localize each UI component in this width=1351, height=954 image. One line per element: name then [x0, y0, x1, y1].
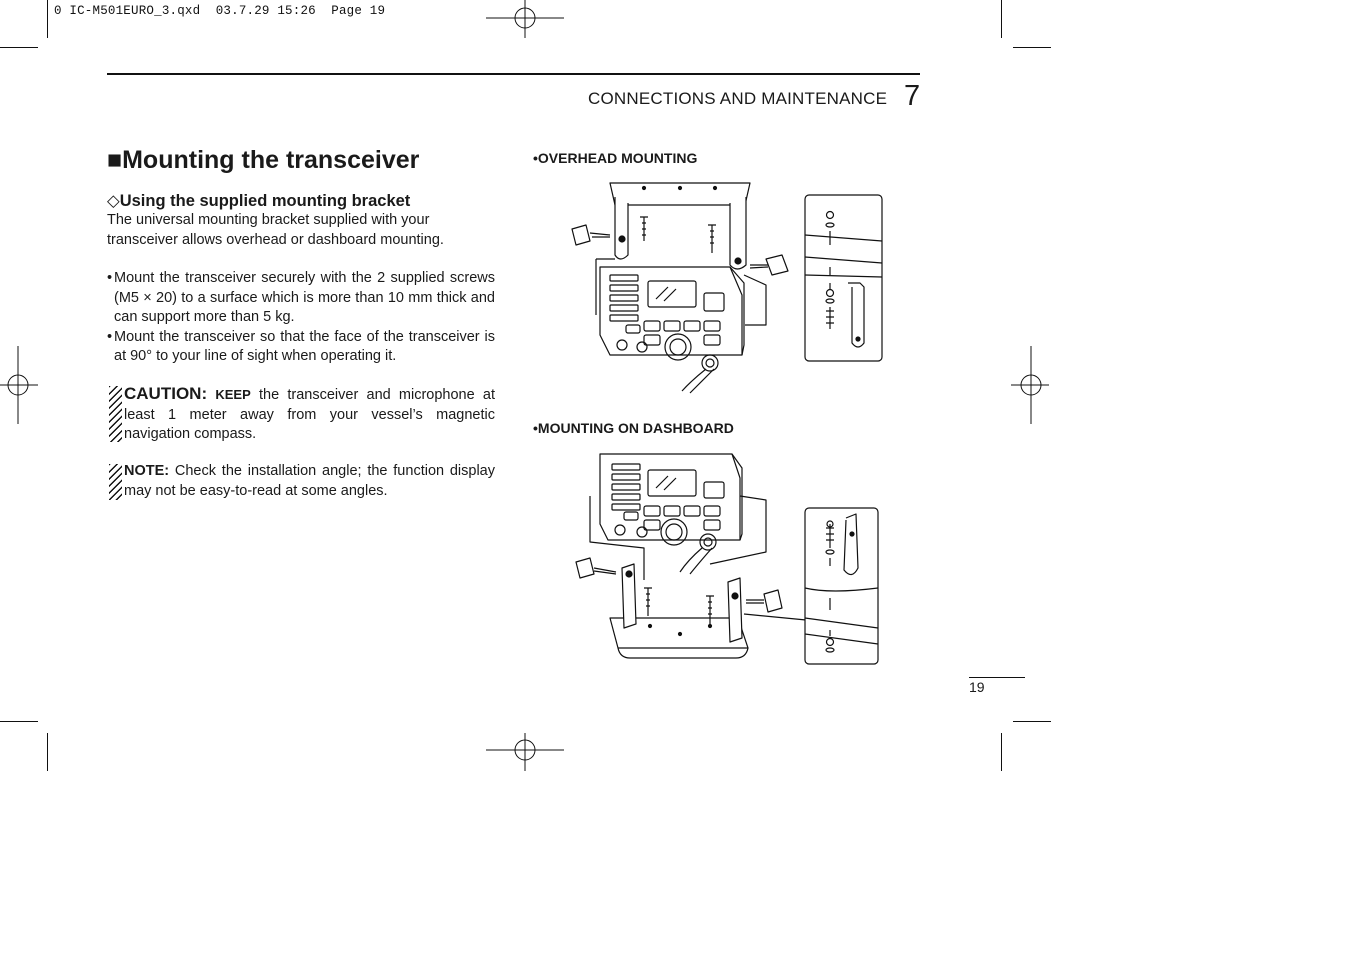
list-item: Mount the transceiver securely with the … — [107, 269, 495, 328]
registration-mark-top — [486, 0, 564, 38]
caution-box: CAUTION: KEEP the transceiver and microp… — [107, 384, 495, 445]
header-rule — [107, 73, 920, 75]
dashboard-figure-label: •MOUNTING ON DASHBOARD — [533, 420, 734, 436]
list-item: Mount the transceiver so that the face o… — [107, 328, 495, 367]
dashboard-mounting-illustration — [575, 453, 879, 665]
note-label: NOTE: — [124, 463, 170, 479]
section-marker: ■ — [107, 146, 123, 174]
page-number: 19 — [969, 679, 985, 695]
note-text: NOTE: Check the installation angle; the … — [124, 462, 495, 501]
note-box: NOTE: Check the installation angle; the … — [107, 462, 495, 501]
section-title: ■Mounting the transceiver — [107, 146, 419, 175]
chapter-number: 7 — [904, 80, 921, 112]
registration-mark-bottom — [486, 733, 564, 771]
instruction-list: Mount the transceiver securely with the … — [107, 269, 495, 367]
section-title-text: Mounting the transceiver — [122, 146, 420, 174]
overhead-figure-label: •OVERHEAD MOUNTING — [533, 150, 698, 166]
overhead-mounting-illustration — [571, 182, 883, 394]
caution-text: CAUTION: KEEP the transceiver and microp… — [124, 384, 495, 445]
intro-paragraph: The universal mounting bracket supplied … — [107, 212, 444, 248]
caution-keep: KEEP — [215, 387, 251, 402]
file-header: 0 IC-M501EURO_3.qxd 03.7.29 15:26 Page 1… — [54, 4, 386, 18]
note-body: Check the installation angle; the functi… — [124, 463, 495, 499]
subsection-marker: ◇ — [107, 192, 120, 210]
caution-label: CAUTION: — [124, 384, 208, 403]
caution-body: the transceiver and microphone at least … — [124, 387, 496, 442]
subsection-title-text: Using the supplied mounting bracket — [119, 192, 411, 210]
registration-mark-right — [1011, 346, 1049, 424]
subsection-title: ◇Using the supplied mounting bracket — [107, 191, 410, 211]
note-hatch-icon — [109, 464, 122, 500]
chapter-title: CONNECTIONS AND MAINTENANCE — [588, 89, 888, 108]
caution-hatch-icon — [109, 386, 122, 442]
registration-mark-left — [0, 346, 38, 424]
page-number-rule — [969, 677, 1025, 678]
